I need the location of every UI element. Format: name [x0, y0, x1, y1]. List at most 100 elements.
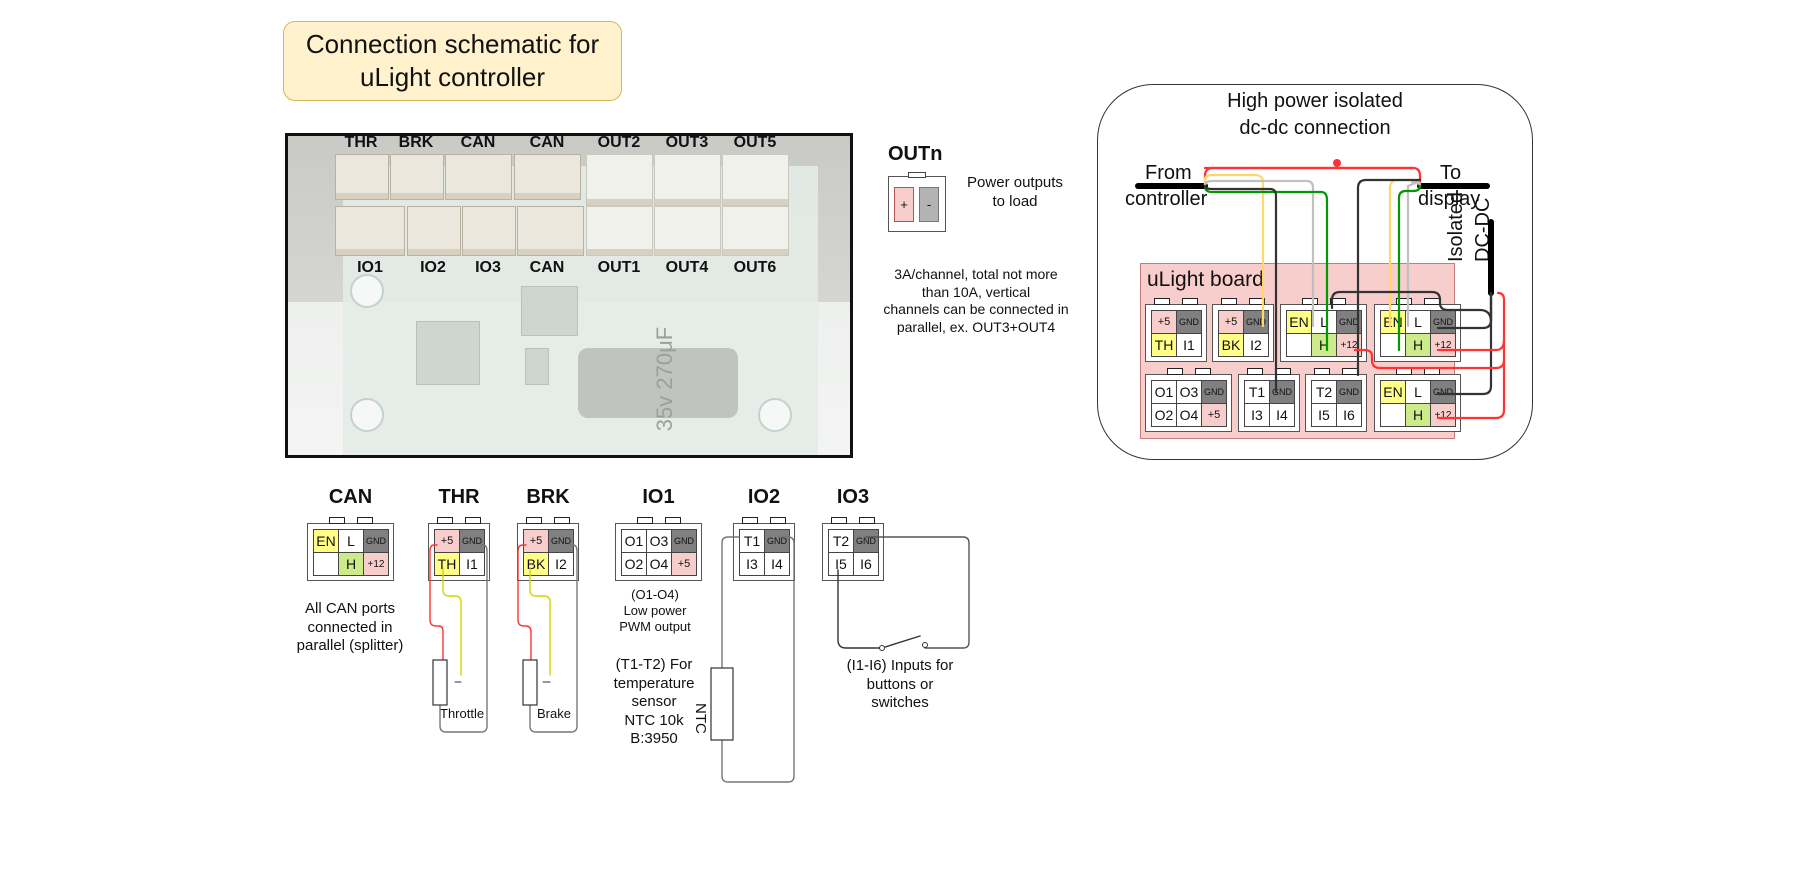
photo-connector-can	[514, 154, 581, 200]
throttle-potentiometer	[432, 659, 448, 706]
connector-latch-tab	[437, 517, 453, 524]
connector-latch-tab	[465, 517, 481, 524]
photo-label-out1: OUT1	[597, 259, 641, 276]
controller-label: controller	[1125, 188, 1208, 210]
pin-i6: I6	[1336, 403, 1362, 427]
pin-gnd: GND	[853, 529, 879, 553]
microcontroller-chip	[416, 321, 480, 385]
inductor	[521, 286, 578, 336]
pinout-title-io3: IO3	[836, 486, 870, 508]
photo-label-can: CAN	[460, 134, 496, 151]
regulator-chip	[525, 348, 549, 385]
pin-gnd: GND	[1269, 380, 1295, 404]
wire-switch-i5	[837, 569, 881, 649]
pin-i2: I2	[1243, 333, 1269, 357]
pin-th: TH	[434, 552, 460, 576]
photo-label-brk: BRK	[398, 134, 434, 151]
connector-latch-tab	[1221, 298, 1237, 305]
wire-gray-l-display	[1406, 180, 1422, 328]
pin-o3: O3	[646, 529, 672, 553]
pin-i4: I4	[1269, 403, 1295, 427]
outn-title: OUTn	[888, 143, 943, 165]
pin-5: +5	[1201, 403, 1227, 427]
pin-o2: O2	[1151, 403, 1177, 427]
photo-label-io1: IO1	[357, 259, 383, 276]
pin-o1: O1	[1151, 380, 1177, 404]
connector-latch-tab	[356, 517, 373, 524]
wire-yellow-en	[1203, 173, 1265, 328]
pin-i4: I4	[764, 552, 790, 576]
outn-plus-pin: +	[894, 187, 914, 222]
wire-brk-gnd	[529, 544, 578, 733]
switch-lever	[881, 635, 921, 649]
pin-12: +12	[1430, 403, 1456, 427]
pin-en: EN	[313, 529, 339, 553]
pinout-title-can: CAN	[328, 486, 373, 508]
pin-i6: I6	[853, 552, 879, 576]
dcdc-panel	[1097, 84, 1533, 460]
pin-gnd: GND	[548, 529, 574, 553]
photo-label-thr: THR	[344, 134, 378, 151]
io2-note: (T1-T2) For temperature sensor NTC 10k B…	[613, 656, 695, 747]
board-photo: 35v 270μF THR BRK CAN CAN OUT2 OUT3 OUT5…	[285, 133, 853, 458]
mounting-hole	[350, 274, 384, 308]
pin-5: +5	[523, 529, 549, 553]
wire-brk-5v	[517, 544, 532, 661]
wire-thr-signal	[442, 567, 462, 676]
photo-connector-out5	[722, 154, 789, 206]
pin-i1: I1	[1176, 333, 1202, 357]
connector-latch-tab	[1329, 298, 1346, 305]
connector-latch-tab	[664, 517, 681, 524]
pin-bk: BK	[1218, 333, 1244, 357]
photo-label-out4: OUT4	[665, 259, 709, 276]
photo-connector-thr	[335, 154, 389, 200]
pin-gnd: GND	[1430, 380, 1456, 404]
photo-label-out6: OUT6	[733, 259, 777, 276]
wire-black-dcdc	[1436, 291, 1493, 396]
pin-5: +5	[671, 552, 697, 576]
photo-connector-out1	[586, 206, 653, 256]
capacitor: 35v 270μF	[578, 327, 738, 431]
wire-red-dcdc-bridge	[1353, 348, 1506, 370]
wire-brk-signal	[529, 567, 551, 676]
pin-o4: O4	[646, 552, 672, 576]
connector-latch-tab	[328, 517, 345, 524]
photo-connector-io1	[335, 206, 405, 256]
wire-ntc-t1	[721, 536, 740, 669]
to-label: To	[1440, 162, 1462, 184]
pin-l: L	[1311, 310, 1337, 334]
pin-i3: I3	[1244, 403, 1270, 427]
connector-latch-tab	[1301, 298, 1318, 305]
switch-contact	[922, 642, 928, 648]
throttle-label: Throttle	[440, 706, 485, 721]
pin-i3: I3	[739, 552, 765, 576]
connector-latch-tab	[859, 517, 875, 524]
wire-switch-gnd	[865, 536, 970, 649]
connector-latch-tab	[1395, 298, 1412, 305]
pin-h: H	[1405, 333, 1431, 357]
wire-green-h-display	[1397, 184, 1422, 352]
photo-label-can: CAN	[529, 134, 565, 151]
pinout-title-thr: THR	[438, 486, 480, 508]
io3-note: (I1-I6) Inputs for buttons or switches	[846, 657, 954, 711]
photo-label-out3: OUT3	[665, 134, 709, 151]
mounting-hole	[758, 398, 792, 432]
wire-thr-gnd	[439, 544, 488, 733]
photo-connector-can	[445, 154, 512, 200]
pin-empty	[1380, 403, 1406, 427]
pin-5: +5	[434, 529, 460, 553]
pin-bk: BK	[523, 552, 549, 576]
outn-minus-pin: -	[919, 187, 939, 222]
photo-label-io2: IO2	[420, 259, 446, 276]
outn-connector-tab	[908, 172, 926, 178]
pin-12: +12	[1430, 333, 1456, 357]
outn-current-note: 3A/channel, total not more than 10A, ver…	[883, 266, 1069, 335]
ntc-thermistor	[710, 667, 734, 741]
pin-i5: I5	[1311, 403, 1337, 427]
connector-latch-tab	[526, 517, 542, 524]
connector-latch-tab	[831, 517, 847, 524]
wire-junction-dot	[1333, 159, 1341, 167]
photo-label-out5: OUT5	[733, 134, 777, 151]
wire-thr-5v	[429, 544, 444, 661]
